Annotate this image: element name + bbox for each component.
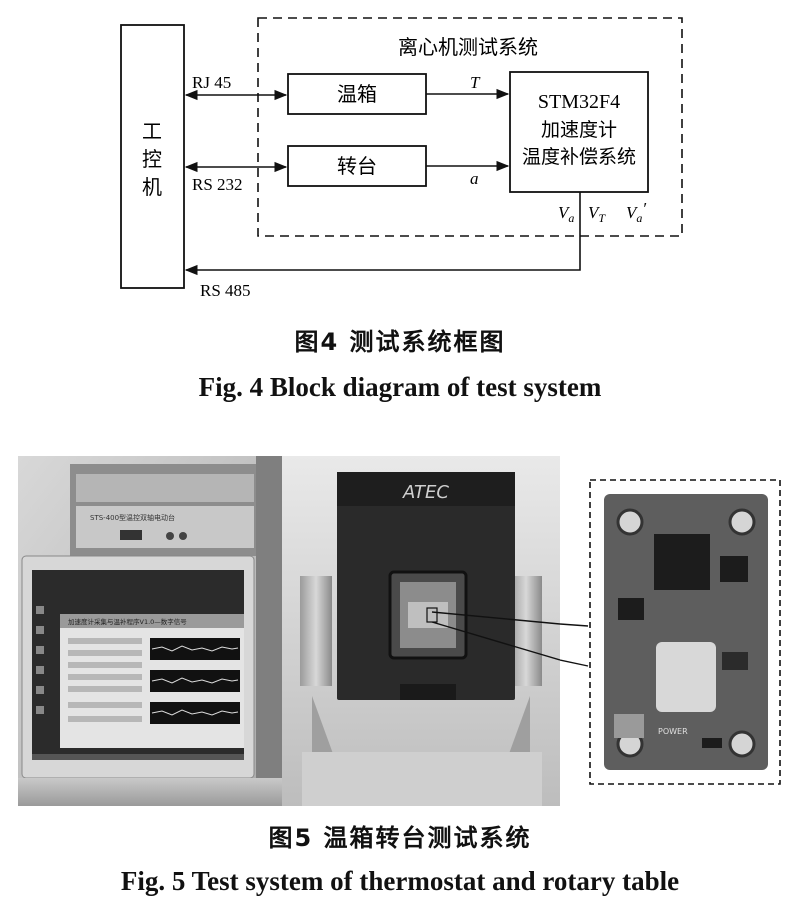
system-title: 离心机测试系统 (398, 35, 538, 59)
va-prime-label: Va′ (626, 199, 646, 225)
turntable-label: 转台 (337, 154, 377, 178)
figure4-caption-cn: 图4 测试系统框图 (294, 328, 506, 356)
t-signal-label: T (470, 73, 481, 92)
pcb-photo: POWER (560, 456, 786, 806)
controller-line-1: STM32F4 (538, 91, 620, 113)
figure4-caption-en: Fig. 4 Block diagram of test system (198, 372, 602, 402)
pcb-power-label: POWER (658, 727, 688, 736)
software-title: 加速度计采集与温补程序V1.0—数字信号 (68, 617, 187, 626)
monitor-photo: STS-400型温控双轴电动台 加速度计采集与温补程序V1.0—数字信号 (18, 456, 282, 806)
controller-box (509, 71, 649, 193)
vt-label: VT (588, 203, 606, 225)
system-boundary (257, 17, 683, 237)
va-label: Va (558, 203, 574, 225)
controller-line-3: 温度补偿系统 (522, 146, 636, 168)
rs232-label: RS 232 (192, 175, 243, 194)
figure5-caption-en: Fig. 5 Test system of thermostat and rot… (120, 866, 680, 896)
block-diagram: 离心机测试系统 工 控 机 温箱 转台 STM32F4 加速度计 温度补偿系统 … (120, 17, 683, 300)
controller-panel-text: STS-400型温控双轴电动台 (90, 513, 175, 522)
a-signal-label: a (470, 169, 479, 188)
pcb-dashed-border (589, 479, 781, 785)
rs485-label: RS 485 (200, 281, 251, 300)
thermostat-label: 温箱 (337, 82, 377, 106)
atec-logo: ATEC (402, 482, 449, 503)
figure5-caption-cn: 图5 温箱转台测试系统 (268, 824, 532, 852)
ipc-label-2: 控 (142, 147, 162, 171)
controller-panel (76, 506, 254, 548)
ipc-label-3: 机 (142, 175, 162, 199)
pcb-sensor-chip (656, 642, 716, 712)
ipc-label-1: 工 (142, 119, 162, 143)
rj45-label: RJ 45 (192, 73, 231, 92)
thermostat-photo: ATEC (282, 456, 560, 806)
ipc-box (120, 24, 185, 289)
controller-line-2: 加速度计 (541, 119, 617, 141)
rs485-link (184, 192, 581, 276)
